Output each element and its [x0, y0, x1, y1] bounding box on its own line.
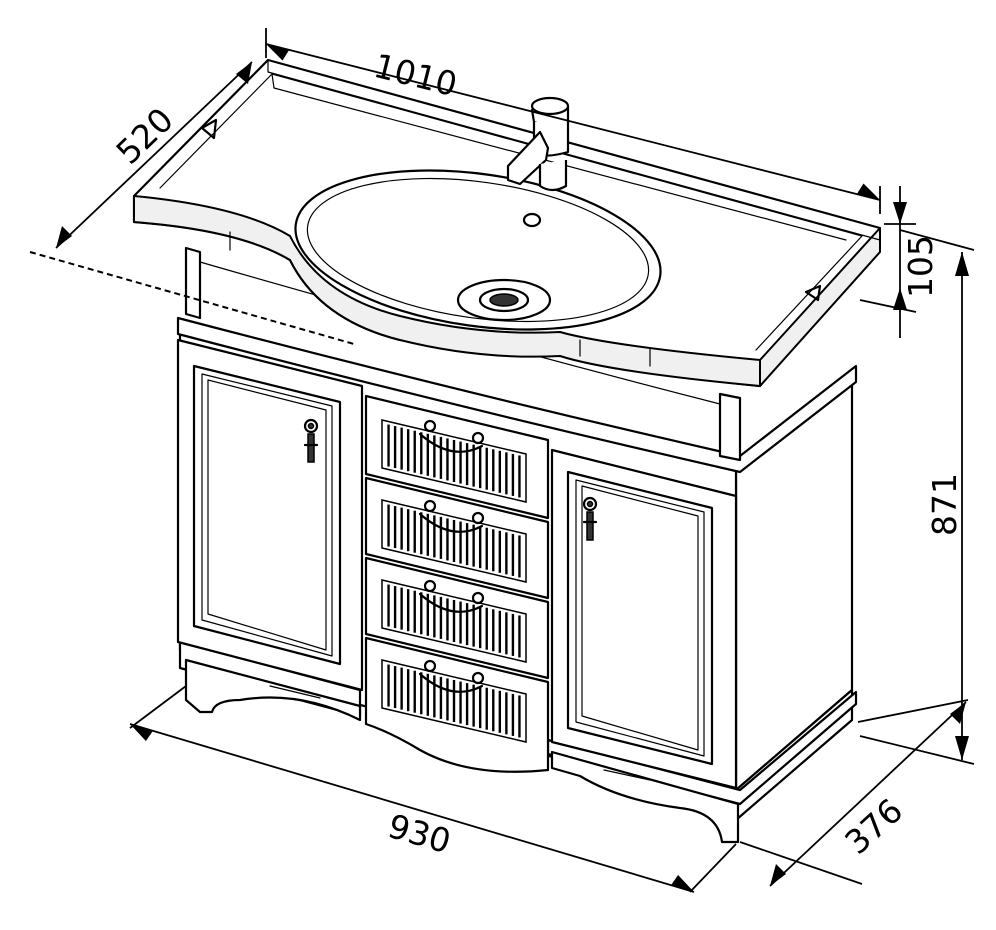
plinth-left-foot: [184, 658, 362, 722]
dim-label-total-height: 871: [925, 473, 964, 536]
overflow-hole-icon: [522, 212, 542, 228]
right-door-lock-icon: [582, 496, 598, 541]
drawer-1: [364, 394, 550, 520]
left-door: [176, 338, 364, 692]
dim-line-body-depth: [769, 701, 967, 887]
dimension-lines: [29, 28, 975, 893]
drawer-3-handle-icon: [418, 579, 485, 613]
dim-line-body-width: [129, 723, 695, 893]
basin-top: [132, 58, 882, 462]
drawer-1-handle-icon: [418, 419, 485, 453]
left-door-panel: [176, 338, 364, 692]
dim-label-basin-height: 105: [901, 235, 940, 298]
right-door-panel: [550, 448, 738, 790]
basin-bowl: [294, 169, 662, 331]
dim-dashed-reference: [29, 251, 355, 345]
dim-line-top-depth: [55, 61, 253, 249]
arrow-top-width-left: [266, 44, 290, 61]
dim-line-top-width: [265, 43, 881, 201]
drawer-2: [364, 476, 550, 600]
drain-icon: [456, 278, 552, 322]
dim-label-body-depth: 376: [837, 791, 910, 862]
plinth-right-foot: [550, 750, 740, 844]
drawer-4: [364, 636, 550, 773]
left-door-lock-icon: [303, 418, 319, 463]
drawer-4-handle-icon: [418, 659, 485, 693]
drawer-2-handle-icon: [418, 499, 485, 533]
drawer-3: [364, 556, 550, 680]
drawer-stack: [364, 394, 550, 773]
arrow-top-width-right: [856, 183, 880, 200]
faucet-icon: [506, 96, 570, 192]
right-door: [550, 448, 738, 790]
upper-rail: [176, 316, 858, 474]
dim-label-body-width: 930: [384, 806, 455, 861]
